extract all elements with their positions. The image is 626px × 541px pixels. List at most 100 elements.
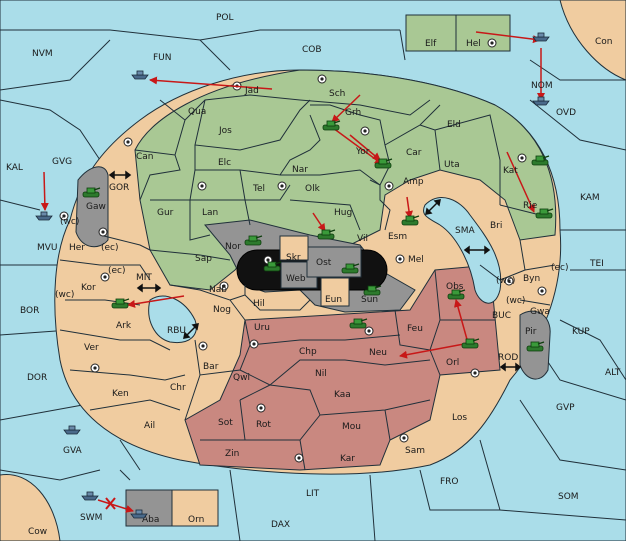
label-ost: Ost [316, 258, 332, 268]
label-rie: Rie [523, 201, 538, 211]
label-hel: Hel [466, 39, 481, 49]
label-yor: Yor [355, 147, 370, 157]
supply-center [59, 211, 69, 221]
supply-center [537, 286, 547, 296]
order-arrows [40, 31, 545, 513]
label-bri: Bri [490, 221, 502, 231]
label-aba: Aba [142, 515, 159, 525]
label-elf: Elf [425, 39, 437, 49]
order-arrow [349, 134, 381, 161]
label-olk: Olk [305, 184, 321, 194]
label-web: Web [286, 274, 306, 284]
supply-center [517, 153, 527, 163]
label-hil: Hil [253, 299, 265, 309]
order-arrow [399, 343, 465, 359]
label-swm: SWM [80, 513, 102, 523]
supply-center [317, 74, 327, 84]
label-kam: KAM [580, 193, 600, 203]
sea-zone-boundaries [0, 29, 626, 541]
label-gvg: GVG [52, 157, 72, 167]
label-ver: Ver [84, 343, 99, 353]
supply-center [399, 433, 409, 443]
supply-center [470, 368, 480, 378]
province-orn[interactable] [171, 489, 219, 527]
label-bor: BOR [20, 306, 39, 316]
label-nom: NOM [531, 81, 553, 91]
province-skr[interactable] [279, 235, 309, 261]
label-ovd: OVD [556, 108, 576, 118]
supply-center [198, 341, 208, 351]
province-elf[interactable] [405, 14, 457, 52]
label-uru: Uru [254, 323, 270, 333]
label-ken: Ken [112, 389, 129, 399]
province-eun[interactable] [320, 277, 350, 307]
label-rbu: RBU [167, 326, 186, 336]
label-tel: Tel [252, 184, 265, 194]
supply-center [256, 403, 266, 413]
label-kal: KAL [6, 163, 23, 173]
label-gaw: Gaw [86, 202, 106, 212]
label-buc: BUC [492, 311, 511, 321]
supply-center [249, 339, 259, 349]
order-arrow [312, 212, 326, 232]
strait-markers [108, 170, 522, 372]
supply-center-dot [490, 41, 494, 45]
order-arrow [331, 94, 361, 123]
label-sch: Sch [329, 89, 345, 99]
label-qwi: Qwi [233, 373, 250, 383]
order-arrow [149, 76, 273, 90]
label-alt: ALT [605, 368, 621, 378]
label-con: Con [595, 37, 613, 47]
double-arrow-icon [136, 283, 162, 293]
label-lit: LIT [306, 489, 320, 499]
label-los: Los [452, 413, 467, 423]
double-arrow-icon [463, 245, 491, 255]
label-nar: Nar [292, 165, 308, 175]
label-pir: Pir [525, 327, 537, 337]
label-mou: Mou [342, 422, 361, 432]
label-vil: Vil [357, 234, 368, 244]
double-arrow-icon [108, 170, 132, 180]
lake-rbu [148, 295, 197, 344]
label-kar: Kar [340, 454, 355, 464]
label-nor: Nor [225, 242, 241, 252]
label-elc: Elc [218, 158, 231, 168]
supply-center [504, 276, 514, 286]
province-hel[interactable] [455, 14, 511, 52]
label-eun: Eun [325, 295, 342, 305]
label-mel: Mel [408, 255, 424, 265]
label-dor: DOR [27, 373, 47, 383]
cancelled-order-icon [105, 497, 116, 510]
province-gaw[interactable] [75, 166, 109, 248]
label-her: Her [69, 243, 85, 253]
label-ark: Ark [116, 321, 132, 331]
label-sam: Sam [405, 446, 425, 456]
label-tei: TEI [589, 259, 604, 269]
label-nab: Nab [209, 285, 227, 295]
label-fun: FUN [153, 53, 172, 63]
label-gwa: Gwa [530, 307, 550, 317]
label-grh: Grh [345, 108, 361, 118]
label-neu: Neu [369, 348, 387, 358]
label-kor: Kor [81, 283, 96, 293]
supply-center [123, 137, 133, 147]
order-arrow [506, 151, 535, 213]
supply-center [219, 281, 229, 291]
supply-center [90, 363, 100, 373]
label-obs: Obs [446, 282, 464, 292]
label-esm: Esm [388, 232, 407, 242]
label-jad: Jad [244, 86, 259, 96]
province-boundaries [59, 94, 556, 471]
label-gor: GOR [109, 183, 129, 193]
supply-center [294, 453, 304, 463]
label-jos: Jos [218, 126, 232, 136]
label-can: Can [136, 152, 154, 162]
supply-center [395, 254, 405, 264]
label-sma: SMA [455, 226, 475, 236]
label-chp: Chp [299, 347, 317, 357]
label-zin: Zin [225, 449, 239, 459]
double-arrow-icon [425, 199, 441, 215]
order-arrow [405, 196, 413, 219]
order-arrow [97, 499, 134, 513]
